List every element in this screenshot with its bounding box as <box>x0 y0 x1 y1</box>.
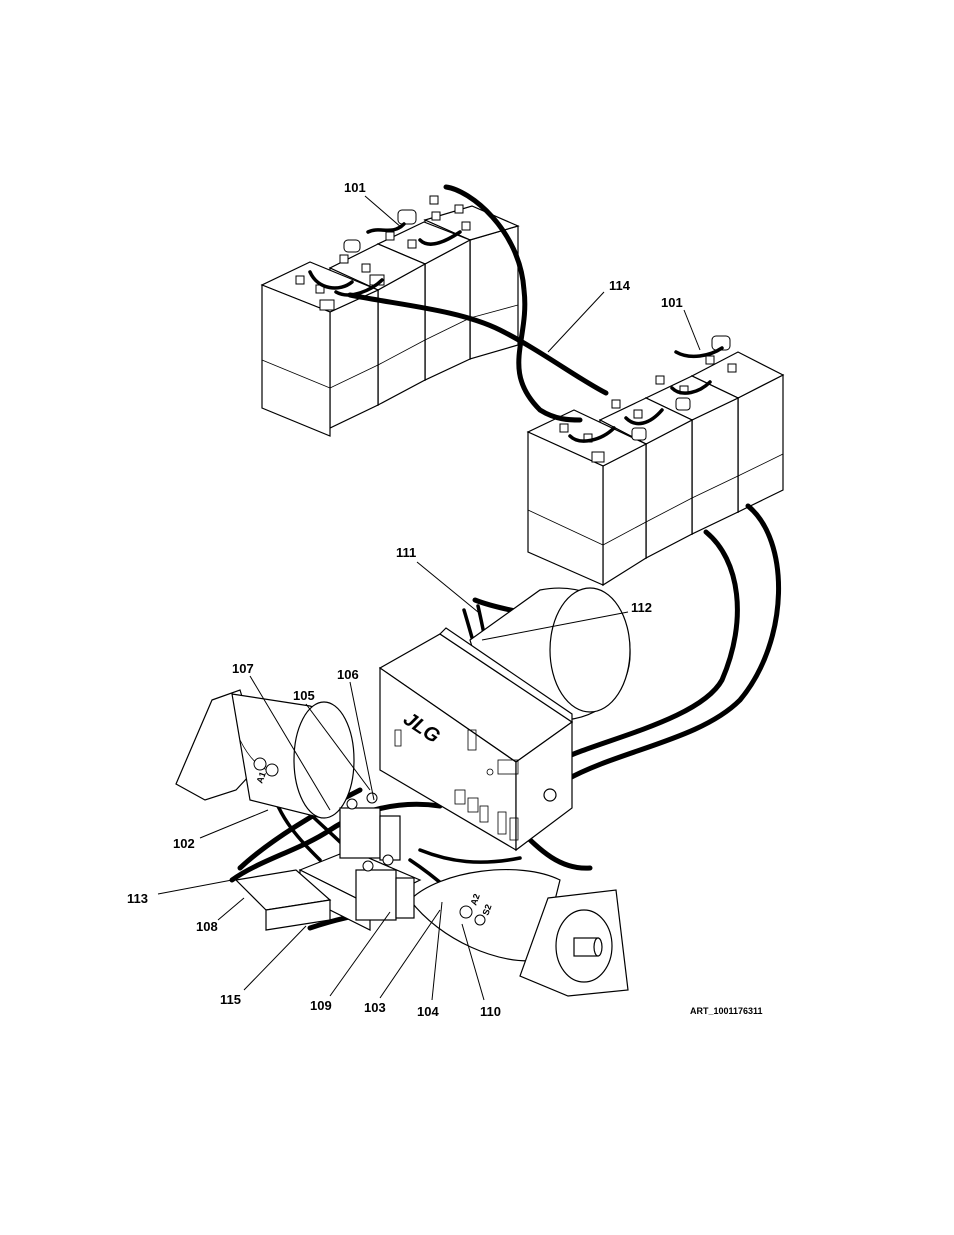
callout-107: 107 <box>232 661 254 676</box>
drive-motor-right <box>410 870 628 996</box>
callout-102: 102 <box>173 836 195 851</box>
callout-108: 108 <box>196 919 218 934</box>
callout-103: 103 <box>364 1000 386 1015</box>
callout-115: 115 <box>220 992 241 1007</box>
callout-106: 106 <box>337 667 359 682</box>
callout-101-lower: 101 <box>661 295 683 310</box>
callout-110: 110 <box>480 1004 501 1019</box>
callout-113: 113 <box>127 891 148 906</box>
art-id: ART_1001176311 <box>690 1006 763 1016</box>
battery-pack-upper <box>262 196 518 436</box>
callout-104: 104 <box>417 1004 439 1019</box>
callout-101-upper: 101 <box>344 180 366 195</box>
callout-105: 105 <box>293 688 315 703</box>
callout-111: 111 <box>396 545 416 560</box>
drive-motor-left <box>176 690 354 818</box>
callout-114: 114 <box>609 278 631 293</box>
callout-112: 112 <box>631 600 652 615</box>
battery-pack-lower <box>528 336 783 585</box>
callout-109: 109 <box>310 998 332 1013</box>
